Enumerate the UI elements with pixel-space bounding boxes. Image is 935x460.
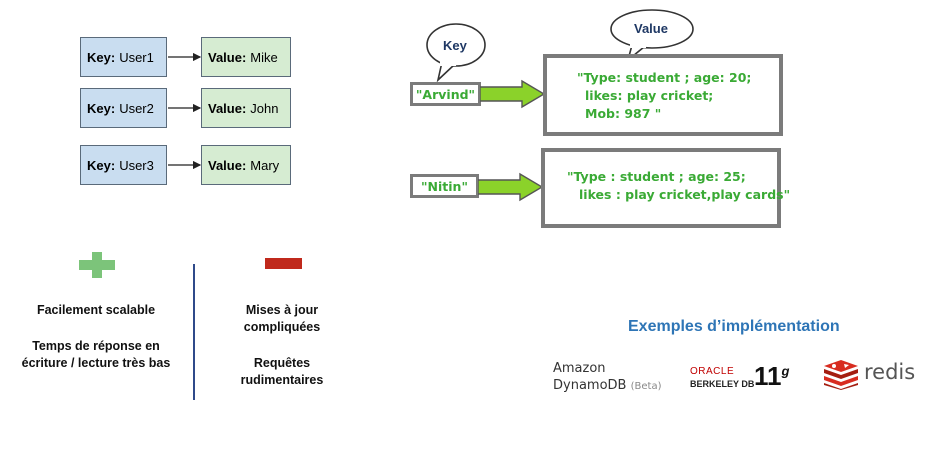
berkeley-db-text: BERKELEY DB — [690, 379, 755, 389]
kv-arrows — [168, 52, 202, 170]
value-line: likes : play cricket,play cards" — [579, 187, 791, 202]
kv-key-value: User3 — [119, 157, 154, 173]
value-line: likes: play cricket; — [585, 88, 714, 103]
pros-item: Facilement scalable — [36, 303, 156, 317]
key-tag-text: "Nitin" — [421, 178, 468, 194]
kv-value-label: Value: — [208, 157, 247, 173]
key-speech-bubble-icon — [426, 23, 486, 83]
examples-title: Exemples d’implémentation — [628, 318, 840, 335]
redis-logo-text: redis — [864, 360, 916, 384]
kv-value-label: Value: — [208, 49, 247, 65]
kv-value-value: Mary — [250, 157, 280, 173]
kv-value-value: John — [250, 100, 279, 116]
kv-key-value: User2 — [119, 100, 154, 116]
key-bubble-label: Key — [443, 38, 467, 53]
kv-value-label: Value: — [208, 100, 247, 116]
amazon-logo-text: Amazon — [553, 361, 606, 376]
oracle-version: 11g — [754, 361, 789, 392]
key-tag: "Arvind" — [410, 82, 481, 106]
minus-icon — [265, 258, 302, 269]
oracle-logo-text: ORACLE — [690, 366, 735, 377]
value-bubble-label: Value — [634, 21, 668, 36]
value-line: "Type: student ; age: 20; — [577, 70, 752, 85]
green-arrow-icon — [480, 79, 546, 109]
kv-value-cell: Value:John — [201, 88, 291, 128]
kv-value-cell: Value:Mary — [201, 145, 291, 185]
key-tag-text: "Arvind" — [415, 86, 476, 102]
oracle-version-sup: g — [781, 363, 790, 379]
green-arrow-icon — [478, 172, 544, 202]
kv-key-cell: Key:User1 — [80, 37, 167, 77]
oracle-version-number: 11 — [754, 361, 782, 391]
value-box: "Type: student ; age: 20; likes: play cr… — [543, 54, 783, 136]
redis-cube-icon — [824, 360, 858, 390]
kv-value-cell: Value:Mike — [201, 37, 291, 77]
kv-key-value: User1 — [119, 49, 154, 65]
beta-label: (Beta) — [630, 381, 662, 392]
kv-key-label: Key: — [87, 100, 116, 116]
key-tag: "Nitin" — [410, 174, 479, 198]
kv-key-label: Key: — [87, 157, 116, 173]
oracle-berkeley-db-logo: ORACLE BERKELEY DB 11g — [690, 361, 800, 396]
kv-key-label: Key: — [87, 49, 116, 65]
divider — [193, 264, 195, 400]
dynamodb-logo: Amazon DynamoDB (Beta) — [553, 361, 661, 393]
dynamodb-logo-text: DynamoDB — [553, 378, 627, 393]
pros-item: Temps de réponse en écriture / lecture t… — [21, 339, 171, 370]
kv-value-value: Mike — [250, 49, 278, 65]
value-line: "Type : student ; age: 25; — [567, 169, 746, 184]
value-line: Mob: 987 " — [585, 106, 662, 121]
cons-item: Mises à jour compliquées — [243, 303, 321, 334]
kv-key-cell: Key:User2 — [80, 88, 167, 128]
cons-item: Requêtes rudimentaires — [240, 356, 324, 387]
kv-key-cell: Key:User3 — [80, 145, 167, 185]
value-box: "Type : student ; age: 25; likes : play … — [541, 148, 790, 228]
plus-icon — [79, 252, 115, 278]
